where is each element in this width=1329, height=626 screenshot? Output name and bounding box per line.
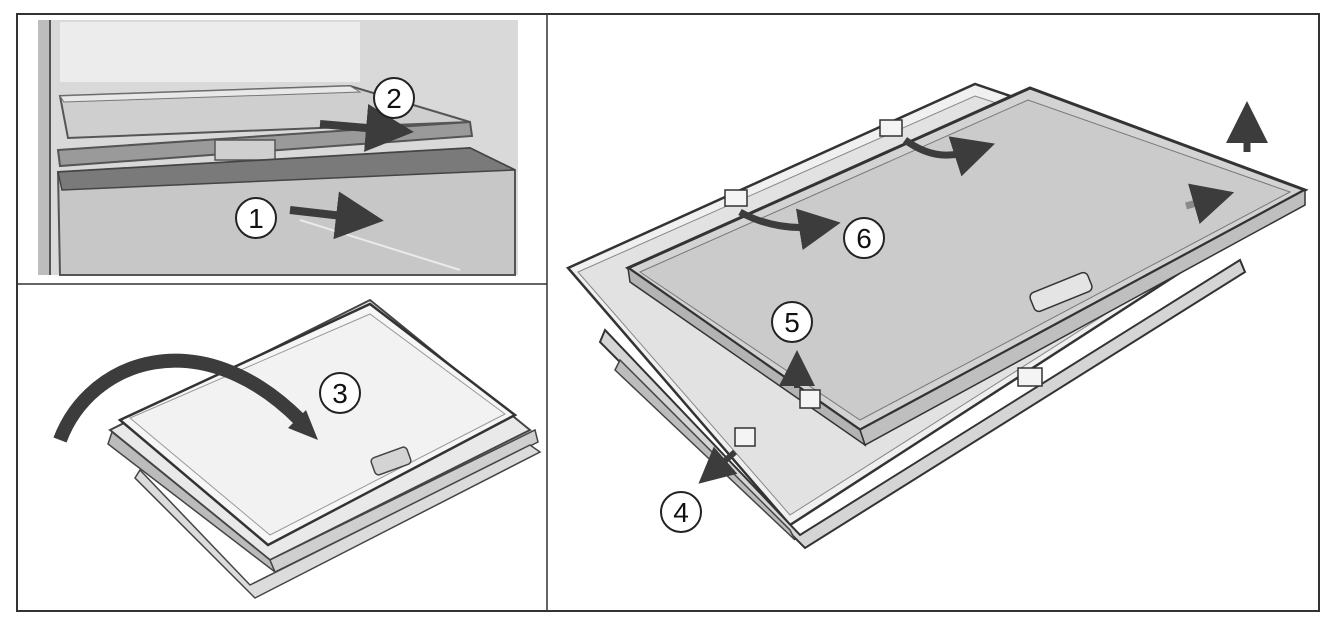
step-number-3: 3 <box>332 378 348 409</box>
step-badge-1: 1 <box>235 197 277 239</box>
step-number-2: 2 <box>386 83 402 114</box>
step-badge-3: 3 <box>319 372 361 414</box>
panel-2-shelf-flip <box>53 298 542 599</box>
step-number-4: 4 <box>673 497 689 528</box>
step-badge-2: 2 <box>373 77 415 119</box>
step-number-6: 6 <box>856 223 872 254</box>
step-number-5: 5 <box>784 307 800 338</box>
step-number-1: 1 <box>248 203 264 234</box>
step-badge-4: 4 <box>660 491 702 533</box>
panel-1-fridge-interior <box>38 20 518 276</box>
step-badge-5: 5 <box>771 301 813 343</box>
step-badge-6: 6 <box>843 217 885 259</box>
